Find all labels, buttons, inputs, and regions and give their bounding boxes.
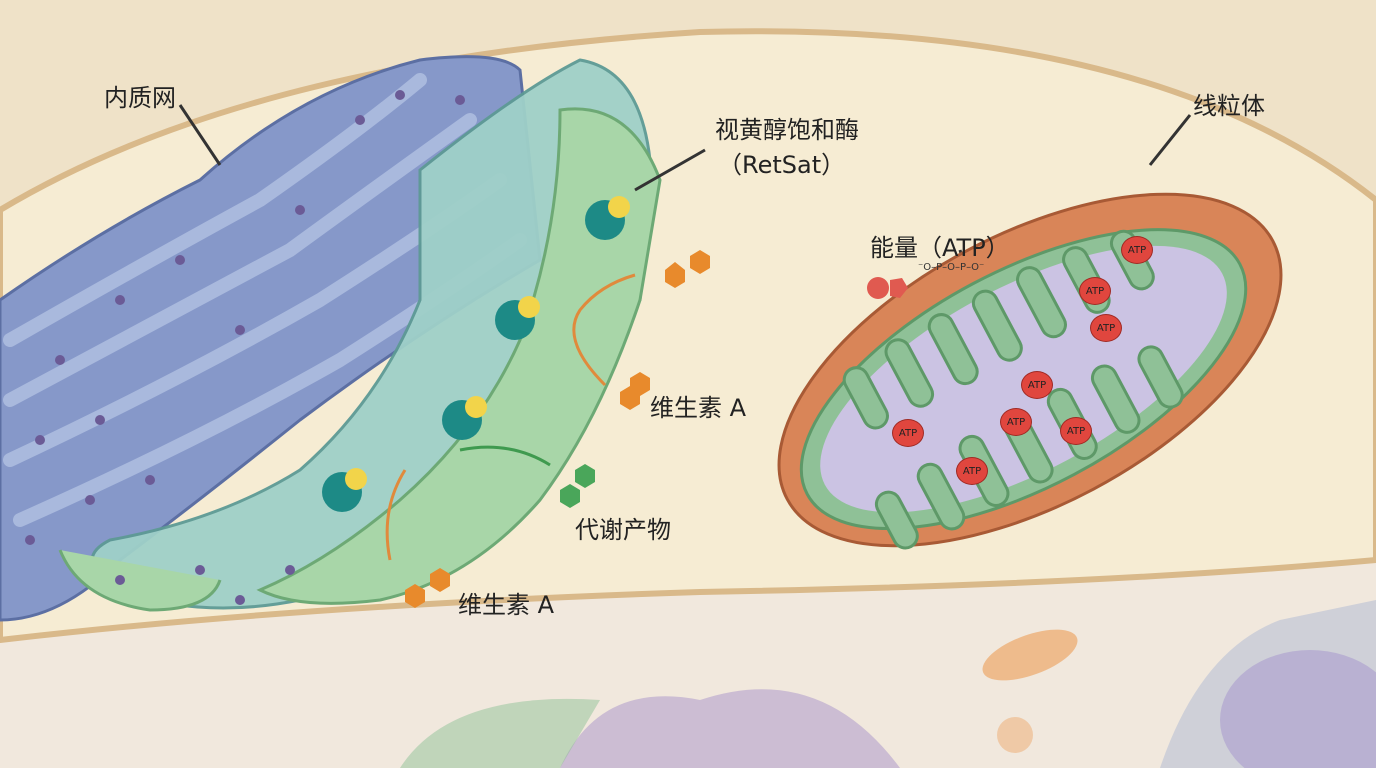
faded-mitochondrion — [982, 629, 1078, 681]
phosphate-formula: ⁻O–P–O–P–O⁻ — [918, 262, 985, 273]
atp-marker: ATP — [1090, 314, 1122, 342]
vitamin-a-molecules — [405, 250, 710, 608]
vitamin-a-label-1: 维生素 A — [650, 394, 747, 422]
atp-marker: ATP — [1060, 417, 1092, 445]
endoplasmic-reticulum — [0, 55, 662, 622]
faded-er-right — [1160, 600, 1376, 768]
retsat-label: 视黄醇饱和酶 — [715, 116, 859, 144]
atp-marker: ATP — [892, 419, 924, 447]
mitochondrion-label: 线粒体 — [1193, 92, 1265, 120]
atp-marker: ATP — [1079, 277, 1111, 305]
atp-marker: ATP — [1121, 236, 1153, 264]
retsat-enzymes — [322, 196, 630, 512]
vitamin-a-label-2: 维生素 A — [458, 591, 555, 619]
atp-marker: ATP — [956, 457, 988, 485]
retsat-abbrev-label: （RetSat） — [718, 151, 846, 179]
metabolite-molecule — [560, 464, 595, 508]
metabolite-label: 代谢产物 — [575, 516, 671, 544]
energy-label: 能量（ATP） — [870, 234, 1010, 262]
faded-vesicle — [997, 717, 1033, 753]
adenosine-icon — [867, 277, 908, 299]
faded-nucleus — [1220, 650, 1376, 768]
atp-marker: ATP — [1000, 408, 1032, 436]
faded-golgi — [560, 689, 900, 768]
atp-marker: ATP — [1021, 371, 1053, 399]
er-label: 内质网 — [104, 84, 176, 112]
faded-er — [400, 698, 600, 768]
